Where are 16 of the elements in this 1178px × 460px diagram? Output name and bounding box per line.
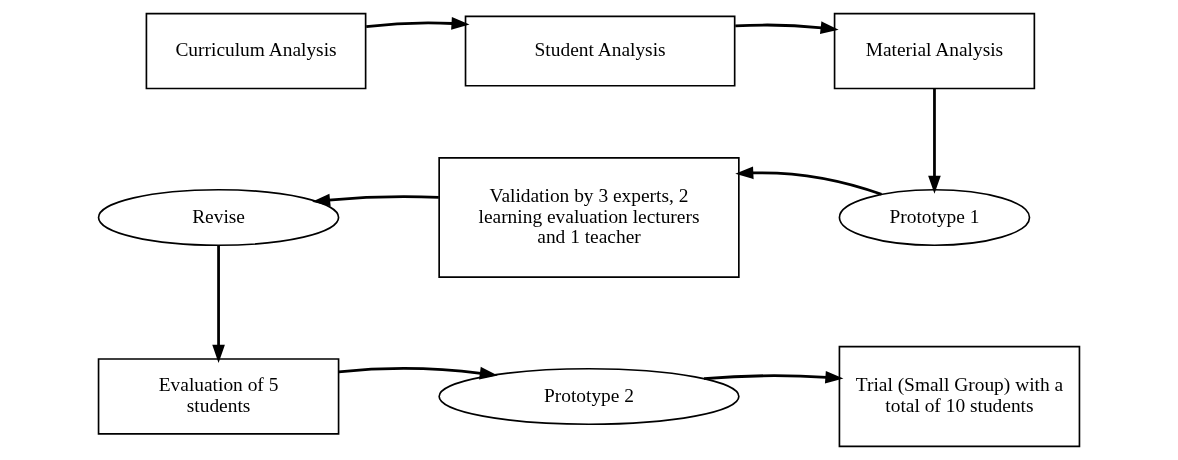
arrow — [366, 17, 470, 30]
arrow — [928, 88, 941, 194]
node-box: Trial (Small Group) with a total of 10 students — [838, 345, 1081, 448]
node-ellipse: Prototype 1 — [838, 188, 1031, 247]
arrow — [735, 166, 882, 196]
node-box: Material Analysis — [833, 12, 1036, 90]
node-ellipse: Revise — [97, 188, 340, 247]
arrow — [312, 193, 439, 207]
arrow — [735, 21, 839, 34]
node-box: Student Analysis — [464, 15, 736, 87]
arrow — [338, 366, 498, 380]
node-box: Validation by 3 experts, 2 learning evaluation lecturers and 1 teacher — [438, 157, 740, 278]
arrow — [212, 245, 225, 363]
node-box: Curriculum Analysis — [145, 12, 367, 90]
arrow — [703, 370, 844, 384]
node-box: Evaluation of 5 students — [97, 358, 340, 435]
